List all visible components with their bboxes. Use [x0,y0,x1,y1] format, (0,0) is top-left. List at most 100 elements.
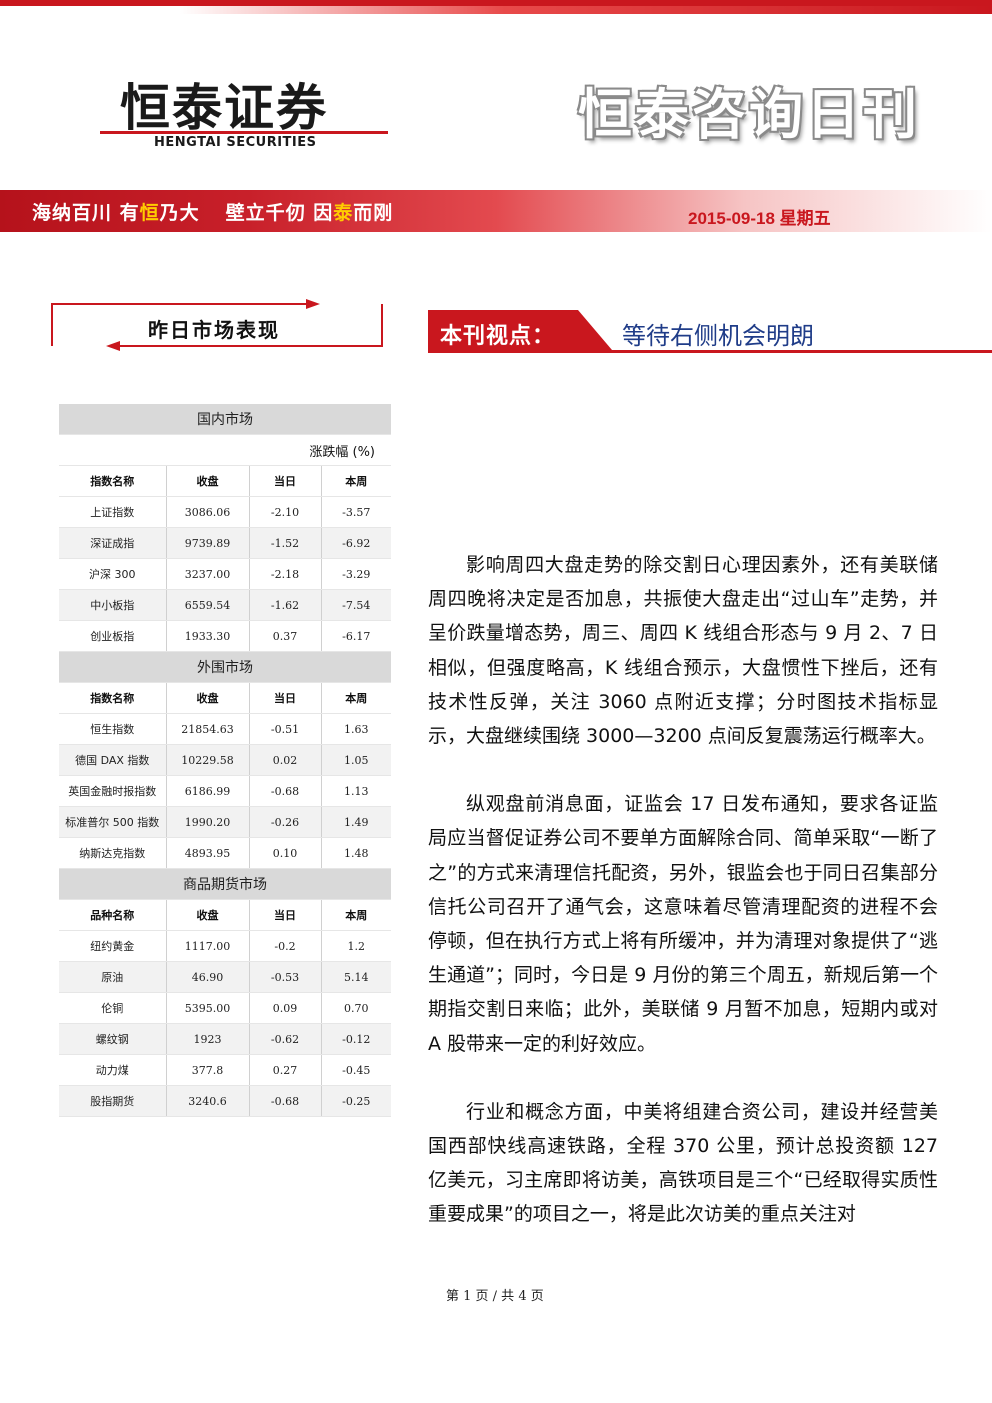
viewpoint-tab-shape [428,310,992,353]
cell-name: 纽约黄金 [59,930,167,962]
cell-name: 动力煤 [59,1054,167,1086]
cell-day-change: -0.53 [249,961,322,993]
column-header: 收盘 [166,465,250,497]
column-header: 收盘 [166,682,250,714]
cell-day-change: 0.02 [249,744,322,776]
change-unit-label: 涨跌幅 (%) [59,434,391,466]
column-header: 收盘 [166,899,250,931]
cell-close: 5395.00 [166,992,250,1024]
cell-close: 4893.95 [166,837,250,869]
table-header-row: 品种名称收盘当日本周 [59,899,391,931]
top-bar-gradient [180,6,992,14]
top-bar-dark [0,0,992,6]
market-section-title: 商品期货市场 [59,868,391,900]
column-header: 本周 [321,465,391,497]
cell-close: 10229.58 [166,744,250,776]
viewpoint-tag: 本刊视点： [440,324,556,349]
viewpoint-title: 等待右侧机会明朗 [622,322,814,350]
column-header: 指数名称 [59,682,167,714]
cell-week-change: -0.45 [321,1054,391,1086]
slogan-part-2: 壁立千仞 因泰而刚 [225,202,394,224]
cell-week-change: -0.12 [321,1023,391,1055]
cell-name: 伦铜 [59,992,167,1024]
logo-en-text: HENGTAI SECURITIES [154,135,317,150]
market-section-title: 国内市场 [59,404,391,435]
cell-name: 上证指数 [59,496,167,528]
column-header: 本周 [321,682,391,714]
cell-name: 螺纹钢 [59,1023,167,1055]
market-section-row: 国内市场 [59,404,391,435]
column-header: 当日 [249,899,322,931]
cell-week-change: 1.05 [321,744,391,776]
cell-day-change: 0.10 [249,837,322,869]
cell-day-change: -0.68 [249,775,322,807]
cell-name: 原油 [59,961,167,993]
article-body: 影响周四大盘走势的除交割日心理因素外，还有美联储周四晚将决定是否加息，共振使大盘… [428,548,938,1232]
cell-close: 46.90 [166,961,250,993]
cell-name: 中小板指 [59,589,167,621]
cell-name: 恒生指数 [59,713,167,745]
cell-week-change: -3.29 [321,558,391,590]
issue-date: 2015-09-18 星期五 [688,209,831,228]
slogan: 海纳百川 有恒乃大 壁立千仞 因泰而刚 [32,198,393,225]
cell-day-change: -0.68 [249,1085,322,1117]
cell-close: 3086.06 [166,496,250,528]
column-header: 品种名称 [59,899,167,931]
cell-week-change: -0.25 [321,1085,391,1117]
cell-day-change: 0.37 [249,620,322,652]
cell-name: 德国 DAX 指数 [59,744,167,776]
cell-close: 1933.30 [166,620,250,652]
cell-week-change: 1.48 [321,837,391,869]
column-header: 本周 [321,899,391,931]
cell-week-change: -3.57 [321,496,391,528]
cell-day-change: -2.10 [249,496,322,528]
cell-week-change: 1.2 [321,930,391,962]
cell-week-change: 0.70 [321,992,391,1024]
cell-day-change: -0.62 [249,1023,322,1055]
cell-day-change: -0.26 [249,806,322,838]
unit-row: 涨跌幅 (%) [59,434,391,466]
article-paragraph-1: 影响周四大盘走势的除交割日心理因素外，还有美联储周四晚将决定是否加息，共振使大盘… [428,554,938,748]
cell-close: 3237.00 [166,558,250,590]
cell-week-change: -6.17 [321,620,391,652]
cell-close: 377.8 [166,1054,250,1086]
cell-week-change: -6.92 [321,527,391,559]
cell-close: 1923 [166,1023,250,1055]
cell-name: 深证成指 [59,527,167,559]
cell-day-change: 0.27 [249,1054,322,1086]
cell-close: 3240.6 [166,1085,250,1117]
market-section-row: 商品期货市场 [59,868,391,900]
cell-week-change: -7.54 [321,589,391,621]
viewpoint-heading: 本刊视点： 等待右侧机会明朗 [428,310,992,356]
article-paragraph-2: 纵观盘前消息面，证监会 17 日发布通知，要求各证监局应当督促证券公司不要单方面… [428,793,938,1055]
cell-close: 21854.63 [166,713,250,745]
cell-close: 1990.20 [166,806,250,838]
cell-day-change: -0.51 [249,713,322,745]
cell-name: 纳斯达克指数 [59,837,167,869]
cell-close: 9739.89 [166,527,250,559]
slogan-part-1: 海纳百川 有恒乃大 [32,202,200,224]
cell-day-change: -2.18 [249,558,322,590]
cell-week-change: 5.14 [321,961,391,993]
cell-day-change: -1.52 [249,527,322,559]
company-logo: 恒泰证券 HENGTAI SECURITIES [100,68,390,158]
cell-week-change: 1.49 [321,806,391,838]
table-header-row: 指数名称收盘当日本周 [59,682,391,714]
market-section-title: 昨日市场表现 [148,318,280,342]
cell-name: 沪深 300 [59,558,167,590]
slogan-band: 海纳百川 有恒乃大 壁立千仞 因泰而刚 2015-09-18 星期五 [0,190,992,232]
